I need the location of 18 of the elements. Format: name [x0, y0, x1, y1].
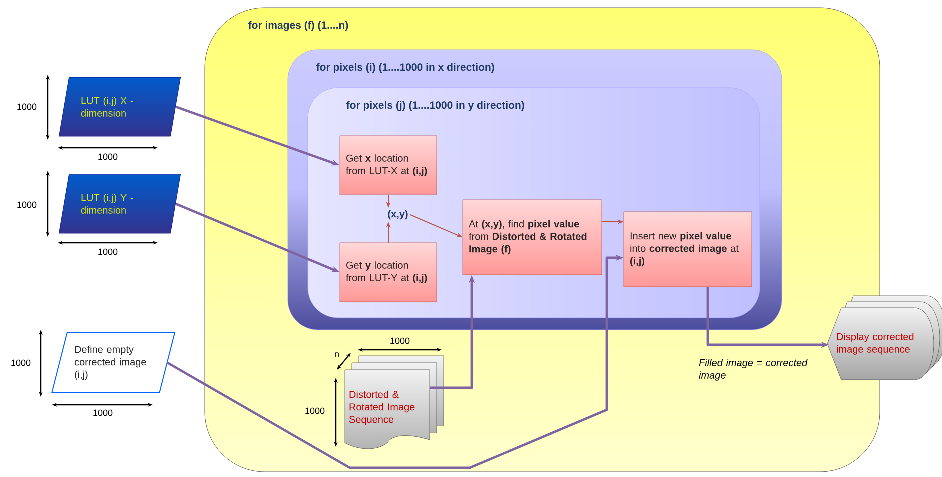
process-box: At (x,y), find pixel value from Distorted & Rotated Image (f) — [462, 200, 602, 276]
dimension-label: 1000 — [18, 202, 37, 208]
data-parallelogram: LUT (i,j) Y - dimension — [59, 174, 181, 234]
process-box: Insert new pixel value into corrected image at (i,j) — [624, 212, 752, 288]
coordinate-text: (x,y) — [388, 210, 408, 220]
dimension-label: 1000 — [390, 338, 410, 344]
dimension-label: 1000 — [12, 360, 31, 366]
dimension-label: 1000 — [98, 154, 118, 160]
dimension-label: 1000 — [306, 408, 325, 414]
dimension-label: 1000 — [94, 410, 113, 416]
dimension-label: 1000 — [18, 104, 37, 110]
edge-label: Filled image = corrected image — [699, 359, 808, 381]
data-parallelogram: LUT (i,j) X - dimension — [59, 77, 181, 137]
document-stack: Distorted & Rotated Image Sequence — [344, 356, 444, 450]
process-box: Get x location from LUT-X at (i,j) — [340, 136, 438, 196]
dimension-label: 1000 — [98, 248, 118, 256]
dimension-label: n — [335, 352, 339, 358]
process-box: Get y location from LUT-Y at (i,j) — [340, 242, 438, 302]
